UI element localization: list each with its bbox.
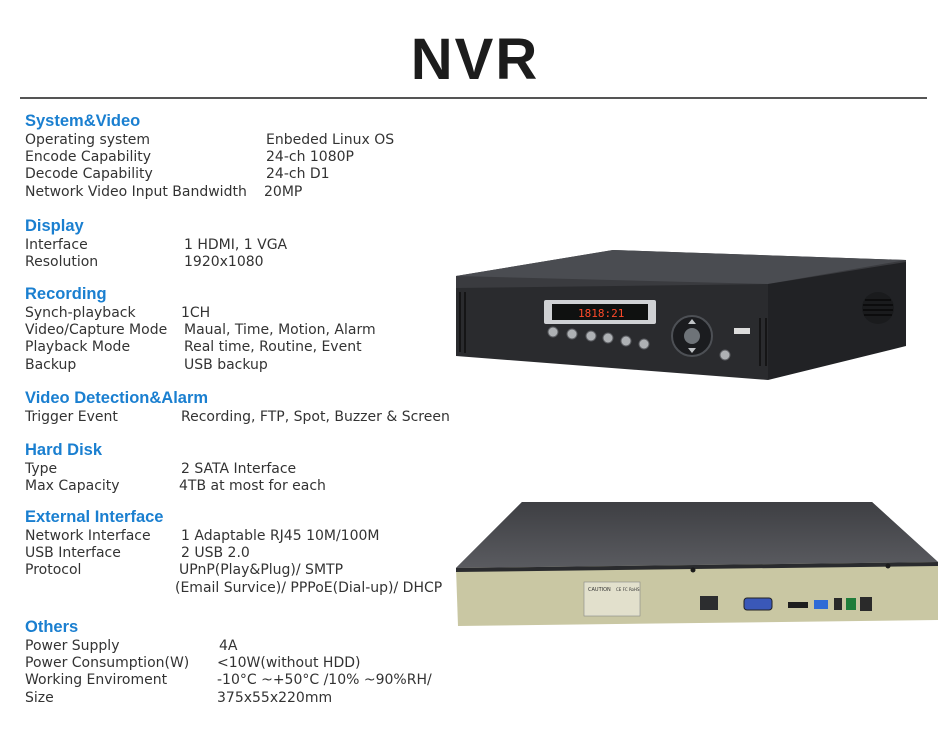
section-heading: Video Detection&Alarm xyxy=(25,389,209,407)
spec-row: Decode Capability 24-ch D1 xyxy=(25,166,330,183)
spec-row: Trigger Event Recording, FTP, Spot, Buzze… xyxy=(25,409,450,426)
spec-label: Operating system xyxy=(25,132,151,148)
spec-label: Power Supply xyxy=(25,638,120,654)
spec-label: Size xyxy=(25,689,54,706)
spec-value: 24-ch 1080P xyxy=(266,149,354,166)
spec-value: -10°C ~+50°C /10% ~90%RH/ xyxy=(217,672,432,689)
spec-row: Encode Capability 24-ch 1080P xyxy=(25,149,354,166)
spec-value: 2 USB 2.0 xyxy=(181,545,250,562)
title-divider xyxy=(20,97,927,99)
spec-value: (Email Survice)/ PPPoE(Dial-up)/ DHCP xyxy=(175,579,443,596)
spec-value: Maual, Time, Motion, Alarm xyxy=(184,322,376,339)
section-display: Display Interface 1 HDMI, 1 VGA Resolutio… xyxy=(25,217,287,271)
spec-value: 24-ch D1 xyxy=(266,166,330,183)
spec-value: 1CH xyxy=(181,305,211,321)
spec-label: Encode Capability xyxy=(25,149,152,166)
spec-value: 2 SATA Interface xyxy=(181,461,297,477)
spec-row: Max Capacity 4TB at most for each xyxy=(25,478,326,495)
section-heading: Recording xyxy=(25,285,107,303)
spec-label: USB Interface xyxy=(25,545,121,562)
spec-row: Resolution 1920x1080 xyxy=(25,254,264,271)
cert-label: CE FC RoHS xyxy=(616,587,640,592)
spec-label: Interface xyxy=(25,237,88,253)
section-heading: Others xyxy=(25,618,79,636)
section-others: Others Power Supply 4A Power Consumption(… xyxy=(25,618,432,707)
spec-value: 1 Adaptable RJ45 10M/100M xyxy=(181,528,380,544)
spec-label: Playback Mode xyxy=(25,339,131,356)
spec-row: Power Supply 4A xyxy=(25,638,237,655)
section-system-video: System&Video Operating system Enbeded Lin… xyxy=(25,112,394,201)
spec-value: USB backup xyxy=(184,356,268,373)
spec-row: Power Consumption(W) <10W(without HDD) xyxy=(25,655,360,672)
spec-row: USB Interface 2 USB 2.0 xyxy=(25,545,250,562)
spec-value: 20MP xyxy=(264,183,303,200)
spec-row: Network Video Input Bandwidth 20MP xyxy=(25,184,302,201)
section-heading: External Interface xyxy=(25,508,164,526)
spec-label: Resolution xyxy=(25,254,99,271)
spec-row: Playback Mode Real time, Routine, Event xyxy=(25,339,362,356)
spec-value: UPnP(Play&Plug)/ SMTP xyxy=(179,562,344,579)
spec-label: Video/Capture Mode xyxy=(25,322,168,339)
spec-value: Enbeded Linux OS xyxy=(266,132,395,148)
section-heading: System&Video xyxy=(25,112,141,130)
spec-value: 375x55x220mm xyxy=(217,689,333,706)
spec-label: Type xyxy=(25,461,58,477)
section-heading: Display xyxy=(25,217,84,235)
spec-row: Video/Capture Mode Maual, Time, Motion, A… xyxy=(25,322,376,339)
spec-label: Network Video Input Bandwidth xyxy=(25,183,247,200)
spec-row: Working Enviroment -10°C ~+50°C /10% ~90%… xyxy=(25,672,432,689)
section-recording: Recording Synch-playback 1CH Video/Captur… xyxy=(25,285,376,374)
spec-label: Decode Capability xyxy=(25,166,153,183)
spec-row: Protocol UPnP(Play&Plug)/ SMTP xyxy=(25,562,343,579)
spec-label: Max Capacity xyxy=(25,478,120,495)
section-hard-disk: Hard Disk Type 2 SATA Interface Max Capac… xyxy=(25,441,326,495)
spec-label: Backup xyxy=(25,356,77,373)
section-external-interface: External Interface Network Interface 1 Ad… xyxy=(25,508,442,597)
section-video-detection-alarm: Video Detection&Alarm Trigger Event Recor… xyxy=(25,389,450,426)
spec-row: Size 375x55x220mm xyxy=(25,689,332,707)
spec-value: Recording, FTP, Spot, Buzzer & Screen xyxy=(181,409,450,425)
spec-label: Network Interface xyxy=(25,528,151,544)
spec-label: Trigger Event xyxy=(25,409,118,425)
spec-row: Type 2 SATA Interface xyxy=(25,461,296,478)
spec-row: Operating system Enbeded Linux OS xyxy=(25,132,394,149)
spec-value: 1920x1080 xyxy=(184,254,264,271)
spec-value: Real time, Routine, Event xyxy=(184,339,362,356)
spec-value: 1 HDMI, 1 VGA xyxy=(184,237,288,253)
caution-label: CAUTION xyxy=(588,587,611,593)
front-display-text: 1818:21 xyxy=(578,307,624,320)
spec-row: Interface 1 HDMI, 1 VGA xyxy=(25,237,287,254)
page-title: NVR xyxy=(410,27,540,92)
spec-row: Synch-playback 1CH xyxy=(25,305,210,322)
spec-row: Network Interface 1 Adaptable RJ45 10M/10… xyxy=(25,528,379,545)
spec-value: 4TB at most for each xyxy=(179,478,326,495)
spec-label: Power Consumption(W) xyxy=(25,655,190,672)
spec-row: Backup USB backup xyxy=(25,356,268,374)
nvr-rear-image: CAUTION CE FC RoHS xyxy=(456,502,938,626)
spec-value: 4A xyxy=(219,638,238,654)
spec-value: <10W(without HDD) xyxy=(217,655,361,672)
spec-row: (Email Survice)/ PPPoE(Dial-up)/ DHCP xyxy=(25,580,442,597)
nvr-front-image: 1818:21 xyxy=(456,250,906,380)
spec-label: Synch-playback xyxy=(25,305,136,321)
spec-label: Protocol xyxy=(25,562,82,579)
spec-label: Working Enviroment xyxy=(25,672,168,689)
section-heading: Hard Disk xyxy=(25,441,103,459)
